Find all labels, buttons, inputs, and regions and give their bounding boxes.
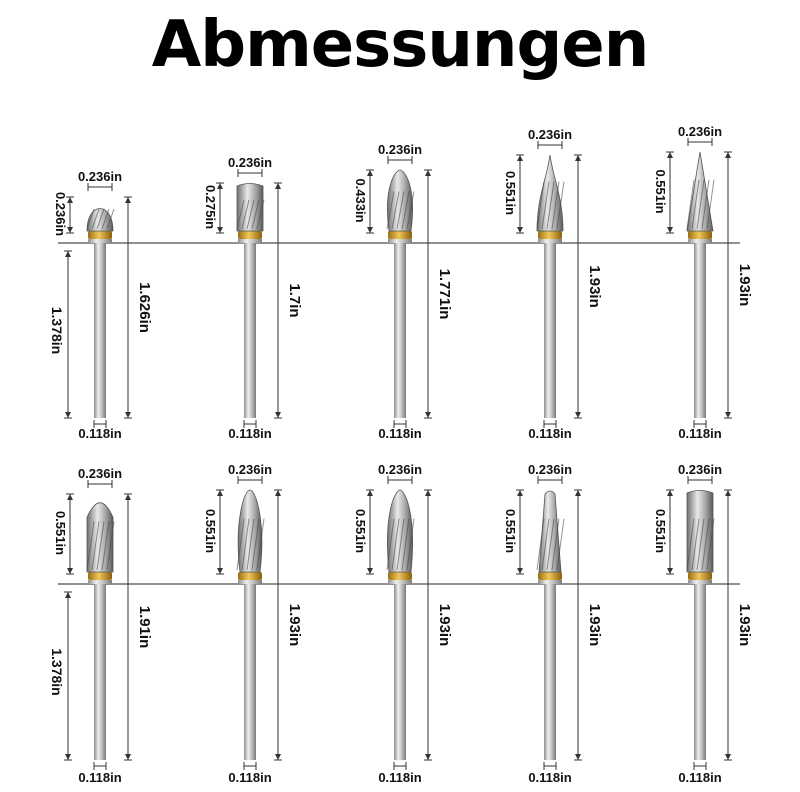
- bit-collar: [538, 231, 562, 239]
- head-length-label: 0.551in: [653, 169, 668, 213]
- shank-diameter-label: 0.118in: [78, 426, 121, 441]
- bit-collar: [688, 231, 712, 239]
- head-width-label: 0.236in: [228, 155, 272, 170]
- bit-head: [236, 183, 264, 232]
- bit-neck: [238, 239, 262, 243]
- bit-collar: [88, 231, 112, 239]
- total-length-label: 1.93in: [286, 604, 303, 647]
- bit-shank: [394, 243, 406, 418]
- bur-bit: [86, 208, 115, 418]
- bit-head: [686, 151, 714, 232]
- total-length-label: 1.93in: [586, 265, 603, 308]
- bur-bit: [536, 490, 565, 760]
- head-length-label: 0.236in: [53, 192, 68, 236]
- total-length-label: 1.91in: [136, 606, 153, 649]
- shank-diameter-label: 0.118in: [228, 770, 271, 785]
- bit-neck: [538, 580, 562, 584]
- bit-shank: [694, 584, 706, 760]
- bit-neck: [538, 239, 562, 243]
- bit-neck: [88, 580, 112, 584]
- bit-shank: [394, 584, 406, 760]
- bit-shank: [544, 243, 556, 418]
- head-length-label: 0.275in: [203, 185, 218, 229]
- bit-collar: [388, 572, 412, 580]
- bit-shank: [94, 243, 106, 418]
- bit-head: [536, 154, 564, 232]
- head-width-label: 0.236in: [228, 462, 272, 477]
- bit-neck: [388, 239, 412, 243]
- shank-diameter-label: 0.118in: [528, 770, 571, 785]
- total-length-label: 1.93in: [736, 604, 753, 647]
- bit-collar: [238, 572, 262, 580]
- total-length-label: 1.771in: [436, 269, 453, 320]
- shank-length-label: 1.378in: [49, 648, 65, 695]
- bit-shank: [244, 243, 256, 418]
- bit-collar: [238, 231, 262, 239]
- shank-diameter-label: 0.118in: [528, 426, 571, 441]
- shank-diameter-label: 0.118in: [678, 426, 721, 441]
- bit-shank: [544, 584, 556, 760]
- head-length-label: 0.551in: [353, 509, 368, 553]
- head-length-label: 0.551in: [653, 509, 668, 553]
- bit-shank: [94, 584, 106, 760]
- bit-collar: [538, 572, 562, 580]
- shank-diameter-label: 0.118in: [678, 770, 721, 785]
- shank-diameter-label: 0.118in: [78, 770, 121, 785]
- shank-diameter-label: 0.118in: [378, 770, 421, 785]
- bit-collar: [688, 572, 712, 580]
- total-length-label: 1.93in: [736, 264, 753, 307]
- head-width-label: 0.236in: [678, 462, 722, 477]
- bit-neck: [688, 239, 712, 243]
- bit-collar: [388, 231, 412, 239]
- bit-shank: [694, 243, 706, 418]
- bur-bit: [86, 502, 115, 760]
- head-width-label: 0.236in: [528, 127, 572, 142]
- bit-head: [86, 502, 114, 573]
- total-length-label: 1.93in: [436, 604, 453, 647]
- bit-head: [387, 489, 413, 573]
- bur-bit: [536, 154, 565, 418]
- bit-neck: [688, 580, 712, 584]
- head-length-label: 0.551in: [503, 171, 518, 215]
- head-width-label: 0.236in: [678, 124, 722, 139]
- bit-neck: [388, 580, 412, 584]
- head-width-label: 0.236in: [78, 169, 122, 184]
- head-width-label: 0.236in: [378, 142, 422, 157]
- bur-bit: [236, 489, 265, 760]
- bit-neck: [238, 580, 262, 584]
- total-length-label: 1.7in: [286, 283, 303, 317]
- head-width-label: 0.236in: [378, 462, 422, 477]
- bit-collar: [88, 572, 112, 580]
- bur-bit: [386, 169, 415, 418]
- bit-head: [686, 490, 714, 573]
- bit-neck: [88, 239, 112, 243]
- head-length-label: 0.433in: [353, 178, 368, 222]
- head-width-label: 0.236in: [78, 466, 122, 481]
- bit-shank: [244, 584, 256, 760]
- page-title: Abmessungen: [151, 8, 650, 82]
- total-length-label: 1.626in: [136, 282, 153, 333]
- shank-diameter-label: 0.118in: [378, 426, 421, 441]
- shank-length-label: 1.378in: [49, 307, 65, 354]
- head-length-label: 0.551in: [53, 511, 68, 555]
- bur-bit: [386, 489, 415, 760]
- bur-bit: [686, 490, 715, 760]
- head-width-label: 0.236in: [528, 462, 572, 477]
- head-length-label: 0.551in: [503, 509, 518, 553]
- bur-bit: [686, 151, 715, 418]
- bit-head: [387, 169, 413, 232]
- shank-diameter-label: 0.118in: [228, 426, 271, 441]
- total-length-label: 1.93in: [586, 604, 603, 647]
- bur-bit: [236, 183, 265, 418]
- head-length-label: 0.551in: [203, 509, 218, 553]
